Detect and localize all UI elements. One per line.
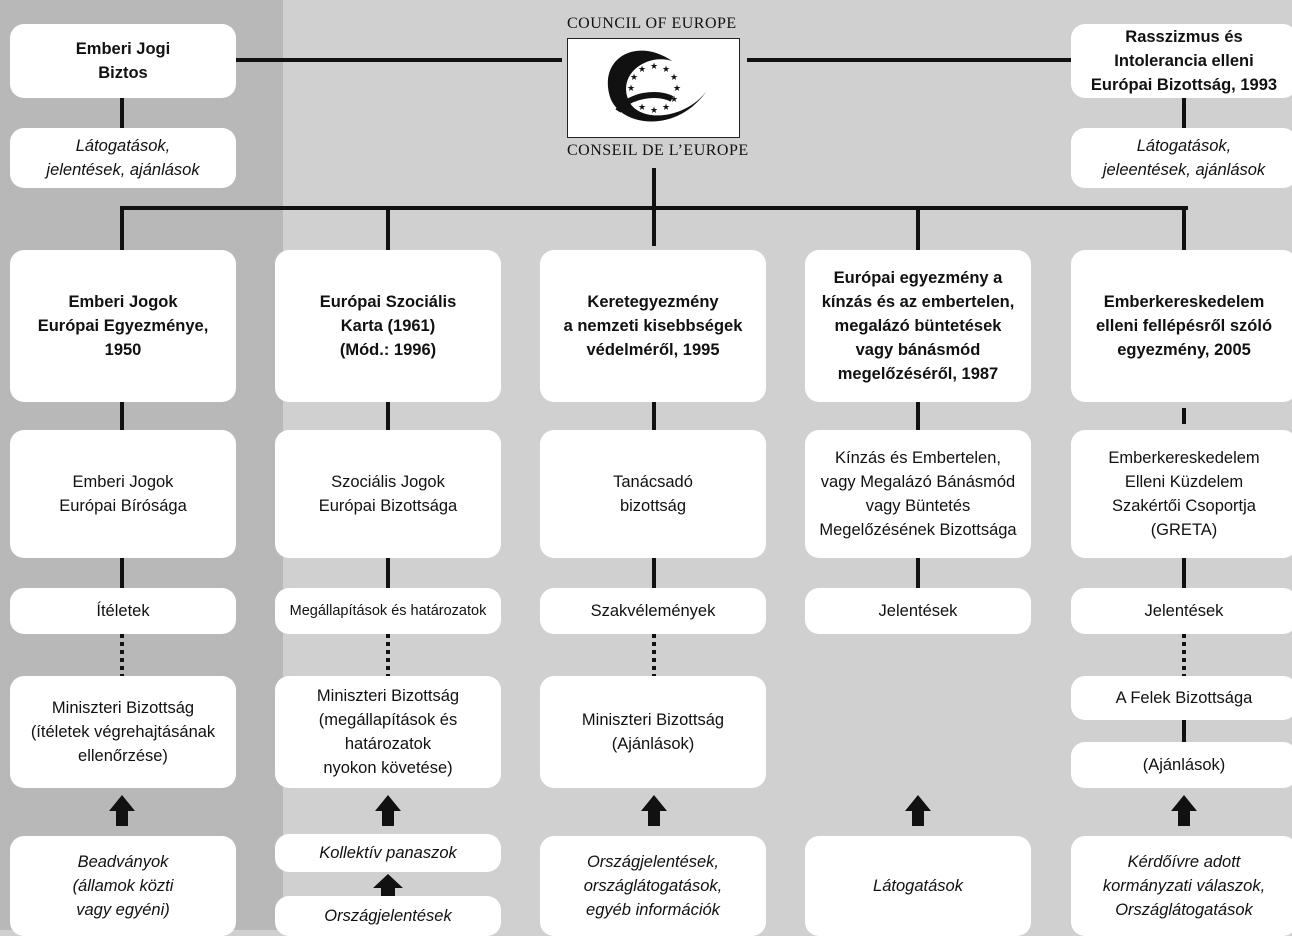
supervision-box: Miniszteri Bizottság (megállapítások és …: [275, 676, 501, 788]
svg-text:★: ★: [638, 65, 646, 75]
svg-text:★: ★: [670, 95, 678, 105]
supervision-box: A Felek Bizottsága: [1071, 676, 1292, 720]
monitoring-body-box: Szociális Jogok Európai Bizottsága: [275, 430, 501, 558]
council-name-french: CONSEIL DE L’EUROPE: [567, 142, 749, 159]
svg-text:★: ★: [650, 106, 658, 116]
svg-text:★: ★: [630, 73, 638, 83]
supervision-box: Miniszteri Bizottság (Ajánlások): [540, 676, 766, 788]
svg-text:★: ★: [630, 95, 638, 105]
commissioner-box: Emberi Jogi Biztos: [10, 24, 236, 98]
supervision-box-secondary: (Ajánlások): [1071, 742, 1292, 788]
council-of-europe-logo: ★ ★ ★ ★ ★ ★ ★ ★ ★ ★ ★ ★: [567, 38, 740, 138]
input-box: Beadványok (államok közti vagy egyéni): [10, 836, 236, 936]
ecri-box: Rasszizmus és Intolerancia elleni Európa…: [1071, 24, 1292, 98]
monitoring-body-box: Tanácsadó bizottság: [540, 430, 766, 558]
supervision-box: Miniszteri Bizottság (ítéletek végrehajt…: [10, 676, 236, 788]
svg-text:★: ★: [673, 84, 681, 94]
up-arrow-icon: [1171, 795, 1197, 826]
monitoring-body-box: Emberi Jogok Európai Bírósága: [10, 430, 236, 558]
svg-text:★: ★: [662, 65, 670, 75]
svg-text:★: ★: [638, 103, 646, 113]
up-arrow-icon: [375, 795, 401, 826]
svg-text:★: ★: [670, 73, 678, 83]
ecri-activities-box: Látogatások, jeleentések, ajánlások: [1071, 128, 1292, 188]
up-arrow-icon: [109, 795, 135, 826]
convention-box: Európai Szociális Karta (1961) (Mód.: 19…: [275, 250, 501, 402]
up-arrow-icon: [905, 795, 931, 826]
svg-text:★: ★: [650, 62, 658, 72]
up-arrow-icon: [373, 874, 403, 896]
convention-box: Emberkereskedelem elleni fellépésről szó…: [1071, 250, 1292, 402]
monitoring-body-box: Emberkereskedelem Elleni Küzdelem Szakér…: [1071, 430, 1292, 558]
commissioner-activities-box: Látogatások, jelentések, ajánlások: [10, 128, 236, 188]
council-name-english: COUNCIL OF EUROPE: [567, 15, 737, 32]
input-box: Látogatások: [805, 836, 1031, 936]
convention-box: Európai egyezmény a kínzás és az emberte…: [805, 250, 1031, 402]
output-box: Jelentések: [805, 588, 1031, 634]
convention-box: Emberi Jogok Európai Egyezménye, 1950: [10, 250, 236, 402]
output-box: Jelentések: [1071, 588, 1292, 634]
output-box: Megállapítások és határozatok: [275, 588, 501, 634]
monitoring-body-box: Kínzás és Embertelen, vagy Megalázó Báná…: [805, 430, 1031, 558]
output-box: Szakvélemények: [540, 588, 766, 634]
input-box: Országjelentések, országlátogatások, egy…: [540, 836, 766, 936]
output-box: Ítéletek: [10, 588, 236, 634]
convention-box: Keretegyezmény a nemzeti kisebbségek véd…: [540, 250, 766, 402]
input-box-secondary: Országjelentések: [275, 896, 501, 936]
svg-text:★: ★: [662, 103, 670, 113]
input-box: Kérdőívre adott kormányzati válaszok, Or…: [1071, 836, 1292, 936]
input-box: Kollektív panaszok: [275, 834, 501, 872]
up-arrow-icon: [641, 795, 667, 826]
svg-text:★: ★: [627, 84, 635, 94]
